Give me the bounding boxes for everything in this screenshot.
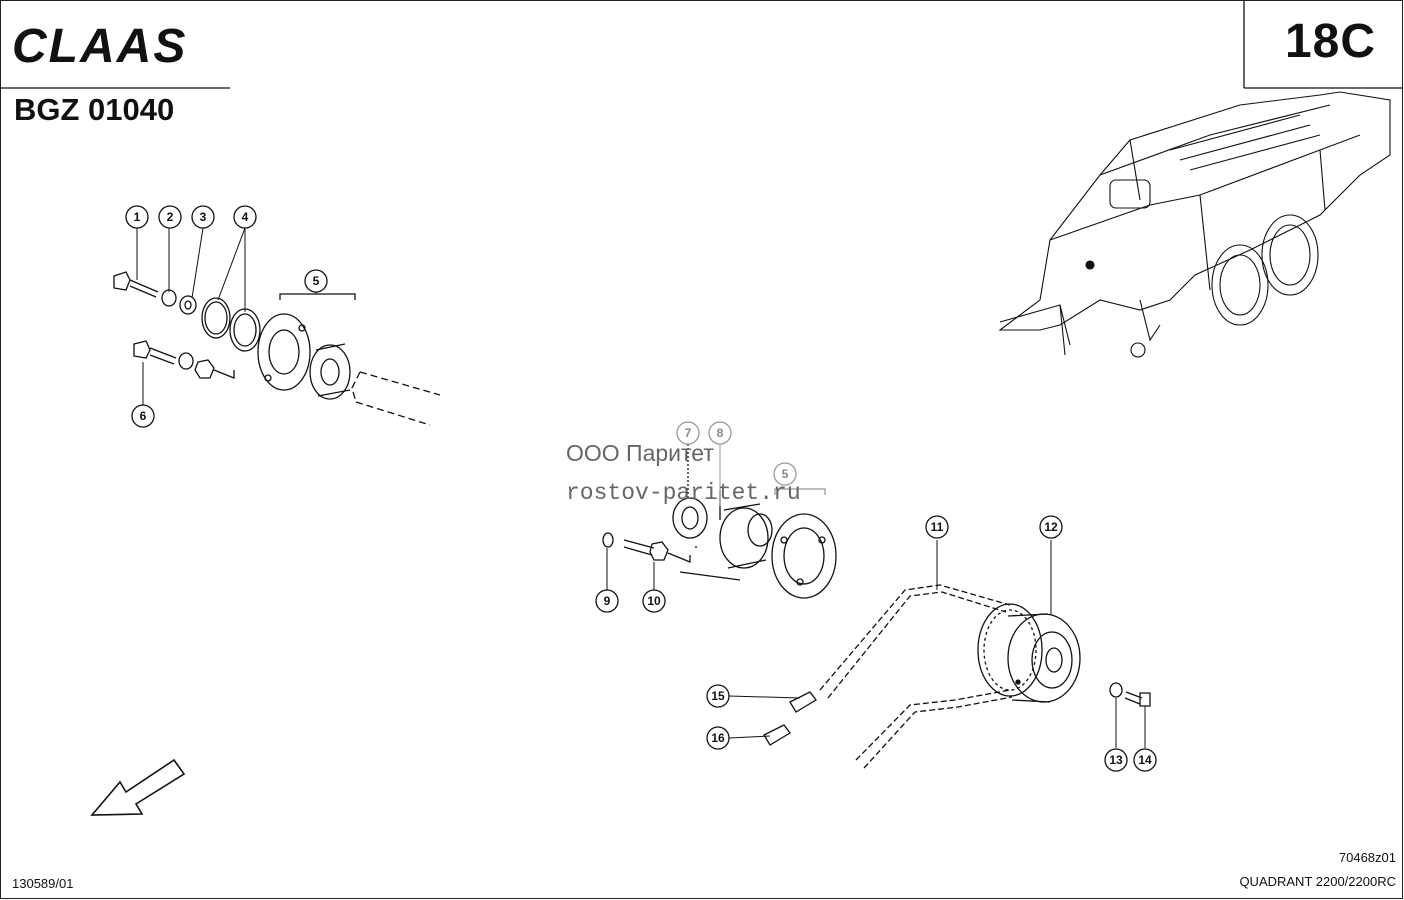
svg-text:12: 12 <box>1044 520 1058 534</box>
watermark-url: rostov-paritet.ru <box>566 480 801 506</box>
callout-8: 8 <box>708 421 732 445</box>
callout-5: 5 <box>304 269 328 293</box>
assembly-code: BGZ 01040 <box>14 92 175 127</box>
callout-4: 4 <box>233 205 257 229</box>
callout-11: 11 <box>925 515 949 539</box>
svg-text:13: 13 <box>1109 753 1123 767</box>
callout-2: 2 <box>158 205 182 229</box>
svg-text:1: 1 <box>134 210 141 224</box>
direction-arrow <box>90 758 186 816</box>
svg-text:2: 2 <box>167 210 174 224</box>
page-code: 18C <box>1284 15 1376 68</box>
svg-text:8: 8 <box>717 426 724 440</box>
model-name: QUADRANT 2200/2200RC <box>1239 874 1396 889</box>
svg-text:9: 9 <box>604 594 611 608</box>
svg-text:CLAAS: CLAAS <box>12 22 187 70</box>
callout-13: 13 <box>1104 748 1128 772</box>
callout-16: 16 <box>706 726 730 750</box>
callout-5-center: 5 <box>773 462 797 486</box>
bearing-assembly-center <box>602 444 837 599</box>
baler-machine-sketch <box>998 91 1391 358</box>
svg-text:15: 15 <box>711 689 725 703</box>
svg-text:14: 14 <box>1138 753 1152 767</box>
watermark-company: ООО Паритет <box>566 440 714 466</box>
callout-15: 15 <box>706 684 730 708</box>
claas-logo: CLAAS <box>12 22 187 70</box>
doc-number: 130589/01 <box>12 876 74 891</box>
callout-3: 3 <box>191 205 215 229</box>
chain-and-sprocket <box>763 584 1151 769</box>
svg-text:11: 11 <box>931 520 944 534</box>
callout-14: 14 <box>1133 748 1157 772</box>
drawing-number: 70468z01 <box>1338 850 1396 865</box>
callout-12: 12 <box>1039 515 1063 539</box>
callout-9: 9 <box>595 589 619 613</box>
svg-text:3: 3 <box>200 210 207 224</box>
callout-7: 7 <box>676 421 700 445</box>
callout-6: 6 <box>131 404 155 428</box>
svg-text:5: 5 <box>313 274 320 288</box>
svg-text:16: 16 <box>711 731 725 745</box>
svg-text:7: 7 <box>685 426 692 440</box>
bearing-assembly-left <box>113 271 441 426</box>
svg-text:4: 4 <box>242 210 249 224</box>
callout-1: 1 <box>125 205 149 229</box>
svg-text:6: 6 <box>140 409 147 423</box>
svg-text:10: 10 <box>647 594 661 608</box>
svg-text:5: 5 <box>782 467 789 481</box>
callout-10: 10 <box>642 589 666 613</box>
